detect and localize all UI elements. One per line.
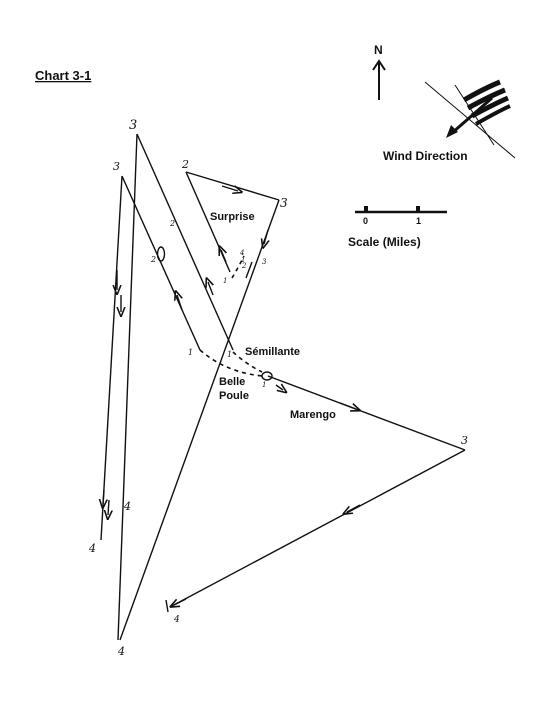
approach-tracks (199, 349, 263, 377)
pos-mark-c1: 1 (188, 348, 193, 357)
scale-tick-1: 1 (416, 216, 421, 226)
pos-mark-d4: 4 (173, 615, 180, 625)
pos-mark-d1: 1 (227, 350, 232, 359)
pos-mark-b4: 4 (123, 500, 131, 513)
track-a: 3 4 (88, 118, 138, 641)
pos-mark-e1: 1 (223, 277, 227, 285)
ship-label-belle-poule-2: Poule (219, 390, 249, 402)
ship-label-surprise: Surprise (210, 211, 255, 223)
scale-tick-0: 0 (363, 216, 368, 226)
wind-direction-label: Wind Direction (383, 149, 468, 163)
pos-mark-b1: 1 (262, 381, 266, 389)
pos-mark-d2: 2 (169, 219, 175, 228)
ship-label-semillante: Sémillante (245, 346, 300, 358)
scale-title: Scale (Miles) (348, 235, 421, 249)
pos-mark-c2: 2 (150, 255, 156, 264)
pos-mark-a3: 3 (129, 118, 137, 133)
pos-mark-a2: 2 (181, 158, 189, 171)
pos-mark-d3: 3 (461, 434, 468, 447)
track-marengo: 3 4 1 2 3 4 (165, 249, 468, 625)
track-c: 2 1 2 1 (121, 133, 234, 359)
chart-title: Chart 3-1 (35, 68, 91, 83)
pos-mark-b3: 3 (113, 160, 120, 173)
pos-mark-c3: 3 (262, 258, 267, 266)
pos-mark-a1: 1 (241, 256, 245, 264)
pos-mark-e4: 4 (117, 645, 125, 658)
track-surprise: 3 1 1 2 4 (117, 158, 288, 658)
north-label: N (374, 43, 383, 57)
ship-label-marengo: Marengo (290, 409, 336, 421)
pos-mark-a4: 4 (88, 542, 96, 555)
pos-mark-b2: 2 (241, 262, 247, 270)
scale-bar: 0 1 Scale (Miles) (348, 206, 447, 249)
north-arrow: N (372, 43, 386, 100)
pos-mark-e3: 3 (280, 196, 288, 210)
track-b: 3 4 (101, 160, 131, 541)
pos-mark-c4: 4 (239, 249, 244, 257)
wind-direction-icon: Wind Direction (383, 79, 516, 163)
ship-label-belle-poule-1: Belle (219, 376, 245, 388)
